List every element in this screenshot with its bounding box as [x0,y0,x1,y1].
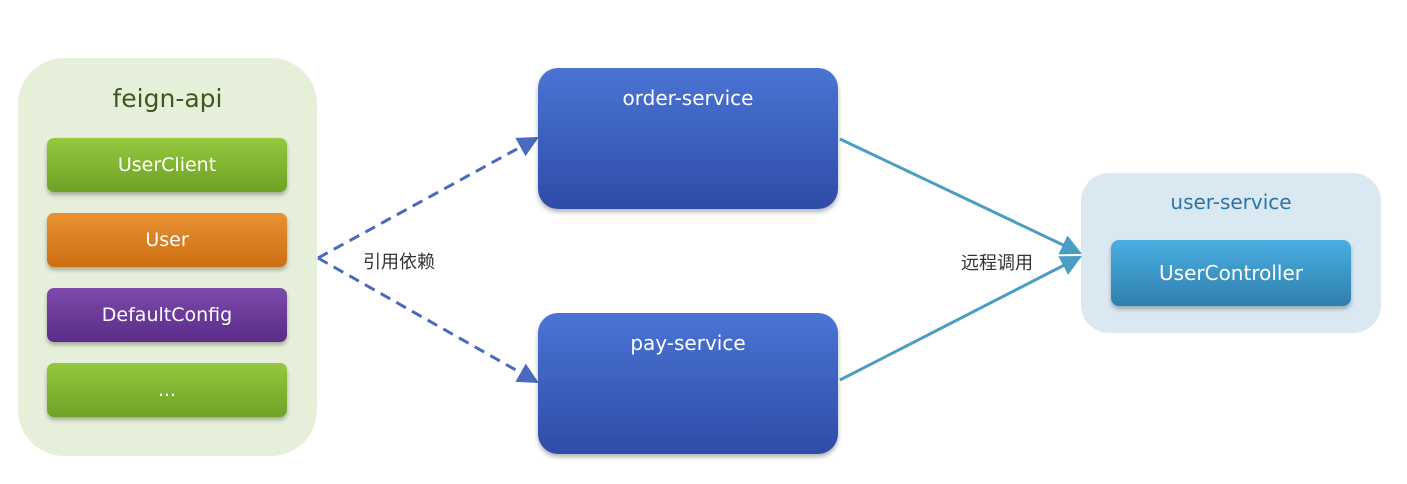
pay-service-label: pay-service [630,331,746,355]
pay-service-box: pay-service [538,313,838,454]
remote-call-arrow-pay [839,255,1082,382]
dependency-arrow-pay [317,256,539,384]
user-client-item: UserClient [47,138,287,192]
order-service-box: order-service [538,68,838,209]
user-service-title: user-service [1170,190,1292,214]
user-item: User [47,213,287,267]
remote-call-label: 远程调用 [961,253,1033,274]
user-controller-box: UserController [1111,240,1351,306]
feign-api-title: feign-api [112,84,223,113]
ellipsis-item: ... [47,363,287,417]
remote-call-arrow-order [839,137,1082,255]
default-config-item: DefaultConfig [47,288,287,342]
dependency-label: 引用依赖 [363,252,435,273]
dependency-arrow-order [317,136,539,260]
order-service-label: order-service [622,86,754,110]
